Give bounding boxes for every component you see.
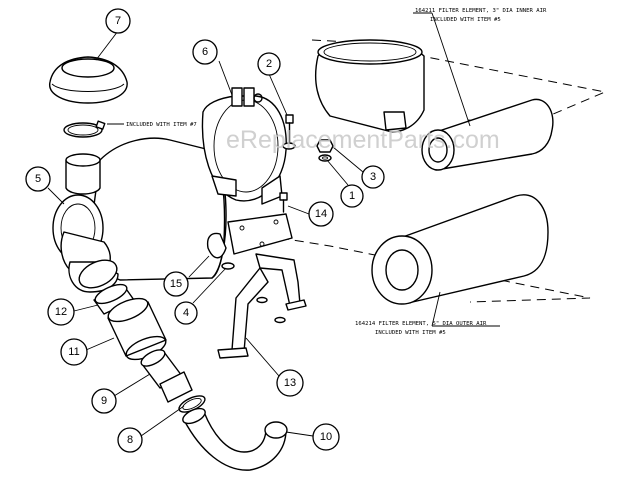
note-inner-filter-line1: 164211 FILTER ELEMENT, 3" DIA INNER AIR	[415, 8, 547, 14]
mounting-band-part	[201, 87, 287, 205]
callout-2: 2	[257, 52, 281, 76]
callout-15: 15	[163, 271, 189, 297]
nut-3-part	[316, 139, 334, 153]
callout-7-label: 7	[115, 15, 121, 27]
callout-4-label: 4	[183, 307, 189, 319]
outer-filter-element-part	[371, 194, 549, 305]
callout-6-label: 6	[202, 46, 208, 58]
callout-1-label: 1	[349, 190, 355, 202]
note-outer-filter-line1: 164214 FILTER ELEMENT, 5" DIA OUTER AIR	[355, 321, 487, 327]
clamp-ring-part	[63, 120, 106, 138]
callout-9: 9	[91, 388, 117, 414]
callout-10: 10	[312, 423, 340, 451]
cover-cap-part	[49, 56, 128, 104]
callout-6: 6	[192, 39, 218, 65]
callout-5-label: 5	[35, 173, 41, 185]
callout-15-label: 15	[170, 278, 182, 290]
washer-1-part	[318, 154, 332, 162]
inner-filter-element-part	[421, 98, 554, 171]
callout-9-label: 9	[101, 395, 107, 407]
mounting-plate-14-part	[227, 213, 293, 255]
bolt-14-part	[279, 192, 288, 213]
callout-5: 5	[25, 166, 51, 192]
callout-10-label: 10	[320, 431, 332, 443]
bracket-13-part	[217, 253, 307, 359]
callout-11-label: 11	[68, 346, 79, 358]
hose-11-part	[107, 297, 167, 361]
watermark-text: eReplacementParts.com	[226, 126, 500, 154]
bolt-2-part	[282, 114, 296, 150]
sleeve-part	[315, 39, 425, 133]
leader-lines	[47, 12, 500, 437]
callout-14-label: 14	[315, 208, 327, 220]
callout-8-label: 8	[127, 434, 133, 446]
callout-3-label: 3	[370, 171, 376, 183]
coupler-12-part	[93, 283, 135, 315]
callout-13-label: 13	[284, 377, 296, 389]
callout-8: 8	[117, 427, 143, 453]
callout-11: 11	[60, 338, 88, 366]
callout-3: 3	[361, 165, 385, 189]
callout-12-label: 12	[55, 306, 67, 318]
callout-4: 4	[174, 301, 198, 325]
callout-13: 13	[276, 369, 304, 397]
callout-14: 14	[308, 201, 334, 227]
callout-7: 7	[105, 8, 131, 34]
callout-12: 12	[47, 298, 75, 326]
callout-2-label: 2	[266, 58, 272, 70]
clamp-15-part	[206, 232, 235, 270]
elbow-hose-10-part	[182, 407, 288, 471]
callout-1: 1	[340, 184, 364, 208]
note-inner-filter-line2: INCLUDED WITH ITEM #5	[430, 17, 501, 23]
note-outer-filter-line2: INCLUDED WITH ITEM #5	[375, 330, 446, 336]
air-cleaner-housing-part	[52, 137, 227, 293]
note-included-item7: INCLUDED WITH ITEM #7	[126, 122, 197, 128]
reducer-9-part	[140, 349, 193, 403]
